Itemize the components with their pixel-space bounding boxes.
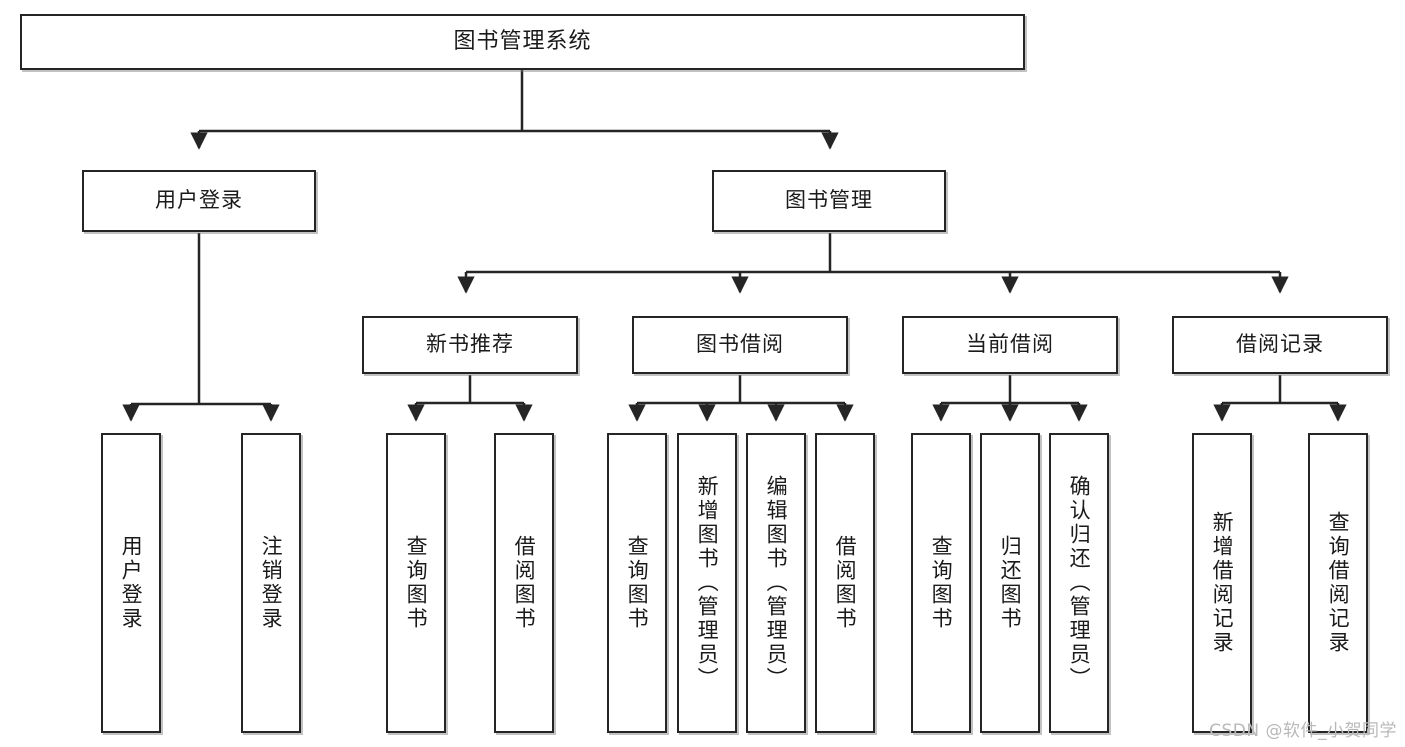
node-user-login-label: 用户登录 <box>155 188 243 213</box>
csdn-watermark: CSDN @软件_小贺同学 <box>1209 721 1397 741</box>
node-user-login[interactable]: 用户登录 <box>82 170 316 232</box>
node-leaf-query-book-borrow-label: 查询图书 <box>625 535 650 631</box>
node-leaf-return-book[interactable]: 归还图书 <box>980 433 1040 733</box>
node-leaf-query-book-current-label: 查询图书 <box>929 535 954 631</box>
node-new-book-recommend[interactable]: 新书推荐 <box>362 316 578 374</box>
node-leaf-confirm-return-admin-label: 确认归还（管理员） <box>1067 475 1092 691</box>
node-leaf-borrow-book-recommend-label: 借阅图书 <box>512 535 537 631</box>
node-leaf-confirm-return-admin[interactable]: 确认归还（管理员） <box>1049 433 1109 733</box>
node-borrow-records[interactable]: 借阅记录 <box>1172 316 1388 374</box>
node-leaf-logout-label: 注销登录 <box>259 535 284 631</box>
node-leaf-logout[interactable]: 注销登录 <box>241 433 301 733</box>
node-leaf-borrow-book-label: 借阅图书 <box>833 535 858 631</box>
node-leaf-borrow-book[interactable]: 借阅图书 <box>815 433 875 733</box>
node-leaf-user-login[interactable]: 用户登录 <box>101 433 161 733</box>
node-leaf-query-book-recommend[interactable]: 查询图书 <box>386 433 446 733</box>
node-leaf-query-book-borrow[interactable]: 查询图书 <box>607 433 667 733</box>
node-leaf-add-borrow-record[interactable]: 新增借阅记录 <box>1192 433 1252 733</box>
node-leaf-add-book-admin-label: 新增图书（管理员） <box>695 475 720 691</box>
node-leaf-query-book-recommend-label: 查询图书 <box>404 535 429 631</box>
node-book-management[interactable]: 图书管理 <box>712 170 946 232</box>
node-book-management-label: 图书管理 <box>785 188 873 213</box>
node-borrow-records-label: 借阅记录 <box>1236 332 1324 357</box>
node-leaf-edit-book-admin-label: 编辑图书（管理员） <box>764 475 789 691</box>
node-leaf-add-borrow-record-label: 新增借阅记录 <box>1210 511 1235 655</box>
node-root-system[interactable]: 图书管理系统 <box>20 14 1025 70</box>
node-new-book-recommend-label: 新书推荐 <box>426 332 514 357</box>
node-leaf-query-borrow-record-label: 查询借阅记录 <box>1326 511 1351 655</box>
node-current-borrow-label: 当前借阅 <box>966 332 1054 357</box>
node-leaf-add-book-admin[interactable]: 新增图书（管理员） <box>677 433 737 733</box>
node-leaf-edit-book-admin[interactable]: 编辑图书（管理员） <box>746 433 806 733</box>
node-leaf-user-login-label: 用户登录 <box>119 535 144 631</box>
node-book-borrow-label: 图书借阅 <box>696 332 784 357</box>
node-root-system-label: 图书管理系统 <box>453 28 592 54</box>
node-book-borrow[interactable]: 图书借阅 <box>632 316 848 374</box>
node-leaf-borrow-book-recommend[interactable]: 借阅图书 <box>494 433 554 733</box>
node-leaf-query-book-current[interactable]: 查询图书 <box>911 433 971 733</box>
node-leaf-query-borrow-record[interactable]: 查询借阅记录 <box>1308 433 1368 733</box>
node-current-borrow[interactable]: 当前借阅 <box>902 316 1118 374</box>
node-leaf-return-book-label: 归还图书 <box>998 535 1023 631</box>
